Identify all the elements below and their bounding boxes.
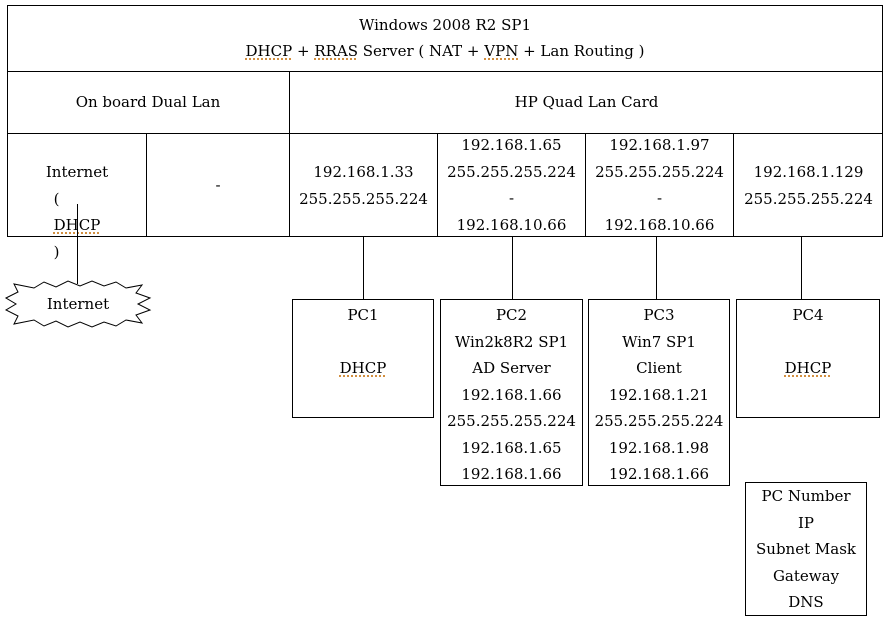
port-onboard-2: - bbox=[215, 176, 221, 194]
internet-cloud-label: Internet bbox=[46, 295, 110, 313]
pc4-name: PC4 bbox=[792, 306, 824, 324]
header-hp-quad-lan-card: HP Quad Lan Card bbox=[514, 93, 659, 111]
divider-onboard-hp bbox=[289, 71, 290, 237]
internet-cloud-icon bbox=[4, 280, 152, 328]
divider-title bbox=[7, 71, 883, 72]
legend-box: PC Number IP Subnet Mask Gateway DNS bbox=[745, 482, 867, 616]
header-onboard-dual-lan: On board Dual Lan bbox=[75, 93, 221, 111]
connector-pc3 bbox=[656, 237, 657, 299]
pc1-name: PC1 bbox=[347, 306, 379, 324]
pc2-name: PC2 bbox=[495, 306, 528, 324]
server-table bbox=[7, 5, 883, 237]
pc1-mode: DHCP bbox=[339, 359, 387, 377]
pc3-box: PC3 Win7 SP1 Client 192.168.1.21 255.255… bbox=[588, 299, 730, 486]
connector-internet bbox=[77, 204, 78, 284]
divider-hp-3-4 bbox=[733, 133, 734, 237]
connector-pc4 bbox=[801, 237, 802, 299]
connector-pc1 bbox=[363, 237, 364, 299]
divider-headers bbox=[7, 133, 883, 134]
pc3-name: PC3 bbox=[643, 306, 675, 324]
pc4-mode: DHCP bbox=[784, 359, 832, 377]
connector-pc2 bbox=[512, 237, 513, 299]
divider-onboard-ports bbox=[146, 133, 147, 237]
server-title: Windows 2008 R2 SP1 bbox=[358, 16, 531, 34]
pc2-box: PC2 Win2k8R2 SP1 AD Server 192.168.1.66 … bbox=[440, 299, 583, 486]
pc4-box: PC4 DHCP bbox=[736, 299, 880, 418]
divider-hp-1-2 bbox=[437, 133, 438, 237]
server-subtitle: DHCP + RRAS Server ( NAT + VPN + Lan Rou… bbox=[245, 42, 645, 60]
divider-hp-2-3 bbox=[585, 133, 586, 237]
pc1-box: PC1 DHCP bbox=[292, 299, 434, 418]
